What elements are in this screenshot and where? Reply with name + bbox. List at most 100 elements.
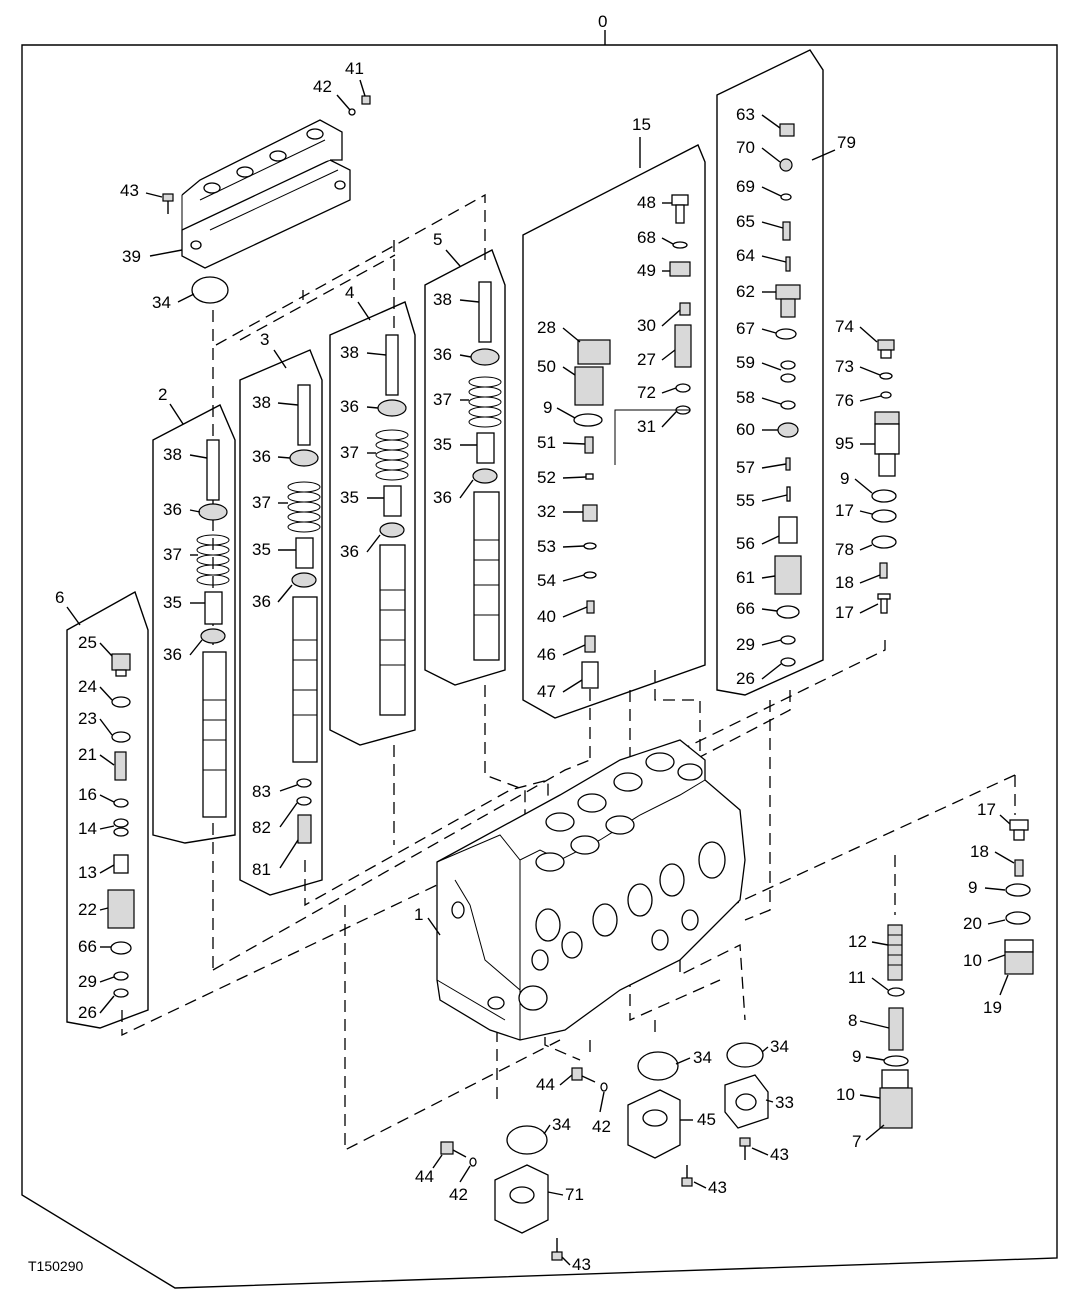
callout: 9 bbox=[968, 878, 977, 897]
spool-3 bbox=[287, 384, 321, 844]
callout: 37 bbox=[340, 443, 359, 462]
callout: 11 bbox=[848, 968, 866, 987]
callout: 72 bbox=[637, 383, 656, 402]
callout: 38 bbox=[163, 445, 182, 464]
callout: 47 bbox=[537, 682, 556, 701]
callout: 64 bbox=[736, 246, 755, 265]
group-label: 79 bbox=[837, 133, 856, 152]
callout: 49 bbox=[637, 261, 656, 280]
callout: 33 bbox=[775, 1093, 794, 1112]
callout: 34 bbox=[693, 1048, 712, 1067]
callout: 28 bbox=[537, 318, 556, 337]
callout: 29 bbox=[736, 635, 755, 654]
callout: 34 bbox=[552, 1115, 571, 1134]
callout: 8 bbox=[848, 1011, 857, 1030]
callout: 41 bbox=[345, 59, 364, 78]
callout: 50 bbox=[537, 357, 556, 376]
o-ring-34c bbox=[726, 1042, 764, 1068]
group-15-panel bbox=[522, 144, 706, 719]
callout: 73 bbox=[835, 357, 854, 376]
flange-45 bbox=[627, 1089, 681, 1159]
outer-frame bbox=[21, 44, 1058, 1289]
callout: 22 bbox=[78, 900, 97, 919]
callout: 52 bbox=[537, 468, 556, 487]
callout: 9 bbox=[543, 398, 552, 417]
callout: 38 bbox=[433, 290, 452, 309]
callout: 37 bbox=[163, 545, 182, 564]
callout: 37 bbox=[433, 390, 452, 409]
callout: 35 bbox=[340, 488, 359, 507]
callout: 71 bbox=[565, 1185, 584, 1204]
callout: 17 bbox=[977, 800, 996, 819]
spool-2 bbox=[196, 439, 230, 818]
group-label: 15 bbox=[632, 115, 651, 134]
callout: 25 bbox=[78, 633, 97, 652]
callout: 53 bbox=[537, 537, 556, 556]
group-label: 4 bbox=[345, 283, 354, 302]
flange-71 bbox=[494, 1164, 549, 1234]
callout: 23 bbox=[78, 709, 97, 728]
callout: 20 bbox=[963, 914, 982, 933]
callout: 30 bbox=[637, 316, 656, 335]
group-label: 6 bbox=[55, 588, 64, 607]
callout: 36 bbox=[163, 500, 182, 519]
callout: 9 bbox=[840, 469, 849, 488]
callout: 37 bbox=[252, 493, 271, 512]
far-right-parts bbox=[1004, 819, 1034, 975]
callout: 38 bbox=[340, 343, 359, 362]
callout: 36 bbox=[163, 645, 182, 664]
callout: 35 bbox=[252, 540, 271, 559]
callout: 21 bbox=[78, 745, 97, 764]
callout: 36 bbox=[252, 592, 271, 611]
bolt-43 bbox=[162, 193, 174, 214]
callout: 74 bbox=[835, 317, 854, 336]
callout: 95 bbox=[835, 434, 854, 453]
callout: 36 bbox=[433, 345, 452, 364]
callout: 32 bbox=[537, 502, 556, 521]
callout: 58 bbox=[736, 388, 755, 407]
group-label: 3 bbox=[260, 330, 269, 349]
o-ring-42b bbox=[469, 1157, 477, 1167]
group-label: 2 bbox=[158, 385, 167, 404]
callout: 44 bbox=[536, 1075, 555, 1094]
callout: 35 bbox=[433, 435, 452, 454]
callout: 57 bbox=[736, 458, 755, 477]
callout: 82 bbox=[252, 818, 271, 837]
callout: 16 bbox=[78, 785, 97, 804]
callout: 48 bbox=[637, 193, 656, 212]
callout: 56 bbox=[736, 534, 755, 553]
callout: 42 bbox=[592, 1117, 611, 1136]
callout: 38 bbox=[252, 393, 271, 412]
callout: 36 bbox=[252, 447, 271, 466]
callout: 36 bbox=[340, 397, 359, 416]
group-15-parts bbox=[573, 194, 692, 689]
callout: 42 bbox=[449, 1185, 468, 1204]
group-79-panel bbox=[716, 49, 824, 696]
callout: 65 bbox=[736, 212, 755, 231]
callout: 17 bbox=[835, 501, 854, 520]
callout: 62 bbox=[736, 282, 755, 301]
spool-5 bbox=[468, 281, 502, 661]
group-label: 5 bbox=[433, 230, 442, 249]
callout: 34 bbox=[770, 1037, 789, 1056]
bolt-43c bbox=[681, 1165, 693, 1187]
callout: 59 bbox=[736, 353, 755, 372]
callout: 7 bbox=[852, 1132, 861, 1151]
callout: 66 bbox=[736, 599, 755, 618]
callout: 10 bbox=[963, 951, 982, 970]
callout: 26 bbox=[78, 1003, 97, 1022]
callout: 26 bbox=[736, 669, 755, 688]
callout: 66 bbox=[78, 937, 97, 956]
callout: 18 bbox=[835, 573, 854, 592]
callout: 68 bbox=[637, 228, 656, 247]
flange-33 bbox=[724, 1074, 769, 1129]
callout: 13 bbox=[78, 863, 97, 882]
callout: 43 bbox=[572, 1255, 591, 1274]
group-79-parts bbox=[774, 123, 802, 667]
callout: 40 bbox=[537, 607, 556, 626]
fitting-44b bbox=[440, 1141, 467, 1158]
assembly-label: 0 bbox=[598, 12, 607, 31]
o-ring-34d bbox=[506, 1125, 548, 1155]
callout: 24 bbox=[78, 677, 97, 696]
callout: 51 bbox=[537, 433, 556, 452]
